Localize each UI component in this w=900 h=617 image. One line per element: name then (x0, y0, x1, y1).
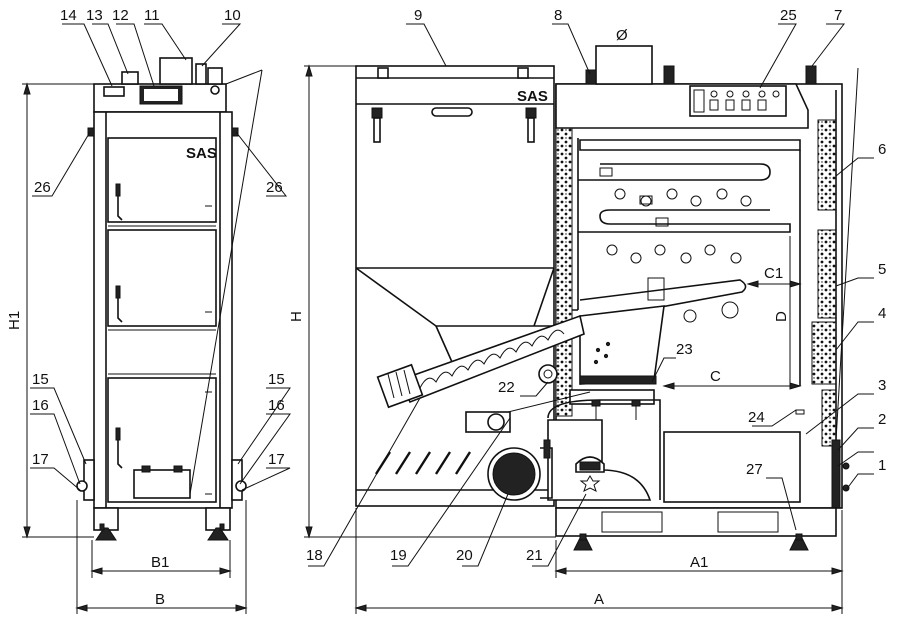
door-handle (117, 430, 123, 469)
label-16-right: 16 (268, 397, 285, 414)
insulation-6 (817, 119, 837, 211)
label-24: 24 (748, 409, 765, 426)
label-26-left: 26 (34, 179, 51, 196)
dim-d: D (773, 311, 790, 322)
leader-lines (30, 23, 874, 567)
label-23: 23 (676, 341, 693, 358)
label-8: 8 (554, 7, 562, 24)
label-27: 27 (746, 461, 763, 478)
dim-b1: B1 (151, 554, 169, 571)
front-switch (103, 86, 125, 97)
label-21: 21 (526, 547, 543, 564)
dim-c: C (710, 368, 721, 385)
dim-h: H (288, 311, 305, 322)
label-22: 22 (498, 379, 515, 396)
top-fitting-7 (805, 65, 817, 85)
label-18: 18 (306, 547, 323, 564)
front-thermostat (121, 71, 139, 85)
ash-drawer (133, 469, 191, 499)
front-valve (207, 67, 223, 85)
label-9: 9 (414, 7, 422, 24)
side-view: SAS (288, 27, 859, 614)
controller-display (689, 85, 787, 117)
front-exhaust-stub (159, 57, 193, 85)
label-25: 25 (780, 7, 797, 24)
brand-mark: SAS (186, 145, 217, 162)
dim-a: A (594, 591, 604, 608)
boiler-base (555, 507, 837, 537)
dim-h1: H1 (6, 311, 23, 330)
dim-a1: A1 (690, 554, 708, 571)
label-17-left: 17 (32, 451, 49, 468)
label-12: 12 (112, 7, 129, 24)
insulation-left (555, 115, 573, 417)
dim-b: B (155, 591, 165, 608)
part-labels: 14 13 12 11 10 26 26 15 16 17 15 16 17 9… (32, 7, 886, 564)
label-13: 13 (86, 7, 103, 24)
label-15-right: 15 (268, 371, 285, 388)
label-19: 19 (390, 547, 407, 564)
foot (95, 527, 117, 541)
label-16-left: 16 (32, 397, 49, 414)
fuel-hopper (355, 65, 555, 507)
dim-diameter: Ø (616, 27, 628, 44)
front-sensor-10 (195, 63, 207, 85)
label-10: 10 (224, 7, 241, 24)
label-26-right: 26 (266, 179, 283, 196)
label-17-right: 17 (268, 451, 285, 468)
label-6: 6 (878, 141, 886, 158)
svg-text:SAS: SAS (517, 88, 548, 105)
lid-handle (431, 107, 473, 117)
label-4: 4 (878, 305, 886, 322)
insulation-4 (811, 321, 837, 385)
burner-chamber (579, 305, 665, 385)
label-3: 3 (878, 377, 886, 394)
dim-c1: C1 (764, 265, 783, 282)
label-14: 14 (60, 7, 77, 24)
label-2: 2 (878, 411, 886, 428)
label-1: 1 (878, 457, 886, 474)
ash-pan (663, 431, 801, 503)
label-5: 5 (878, 261, 886, 278)
insulation-5 (817, 229, 837, 319)
middle-door (107, 229, 217, 327)
flue-outlet (595, 45, 653, 85)
label-11: 11 (144, 7, 160, 24)
label-15-left: 15 (32, 371, 49, 388)
burner-grate (579, 375, 657, 385)
front-view: SAS H1 (6, 57, 263, 614)
label-7: 7 (834, 7, 842, 24)
label-20: 20 (456, 547, 473, 564)
upper-door (107, 137, 217, 223)
